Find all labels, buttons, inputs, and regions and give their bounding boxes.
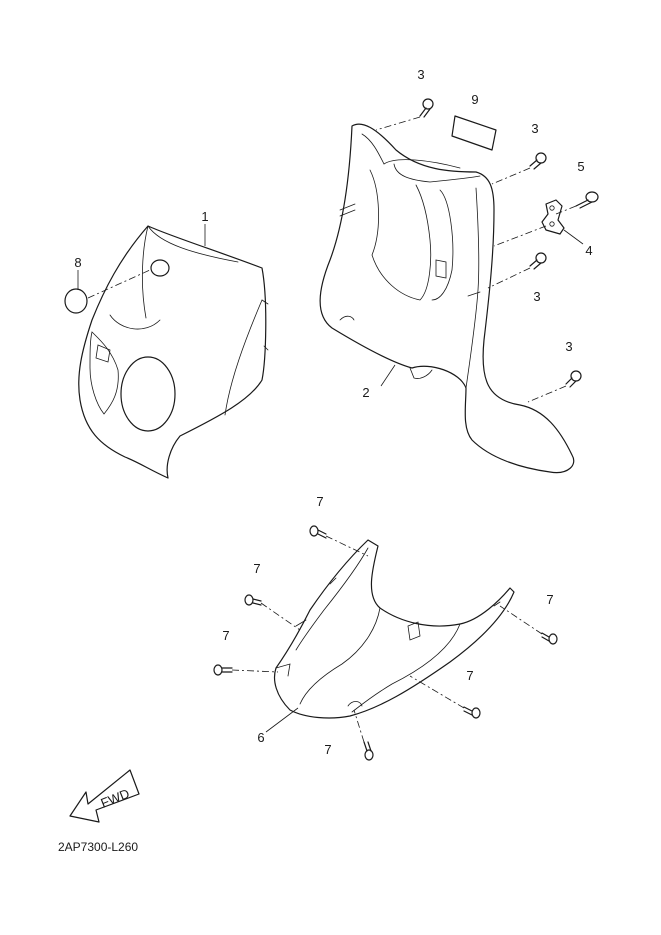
callout-3: 3 xyxy=(531,121,538,136)
callout-3: 3 xyxy=(417,67,424,82)
callout-6: 6 xyxy=(257,730,264,745)
callout-7: 7 xyxy=(222,628,229,643)
screw-part-7-left xyxy=(213,664,279,676)
callout-9: 9 xyxy=(471,92,478,107)
callout-7: 7 xyxy=(316,494,323,509)
plug-part-8 xyxy=(64,269,151,314)
screw-part-5 xyxy=(555,191,599,215)
leg-shield-part-2 xyxy=(319,123,575,474)
screw-part-3-lower xyxy=(527,370,582,403)
bracket-part-4 xyxy=(541,199,565,235)
footrest-board-part-6 xyxy=(273,539,515,719)
screw-part-7-upper-left xyxy=(244,594,301,631)
fwd-direction-arrow: FWD xyxy=(69,769,140,823)
callout-2: 2 xyxy=(362,385,369,400)
callout-numbers: 3 9 3 5 1 8 4 3 3 2 7 7 7 7 7 6 7 xyxy=(74,67,592,757)
callout-1: 1 xyxy=(201,209,208,224)
fwd-arrow-label: FWD xyxy=(99,786,132,811)
callout-4: 4 xyxy=(585,243,592,258)
callout-5: 5 xyxy=(577,159,584,174)
callout-7: 7 xyxy=(253,561,260,576)
front-cover-part-1 xyxy=(78,225,269,479)
screw-part-7-bottom xyxy=(353,709,374,761)
callout-7: 7 xyxy=(466,668,473,683)
screw-part-7-top xyxy=(309,525,369,557)
screw-part-3-middle xyxy=(487,252,547,289)
callout-3: 3 xyxy=(565,339,572,354)
callout-7: 7 xyxy=(324,742,331,757)
callout-7: 7 xyxy=(546,592,553,607)
label-part-9 xyxy=(451,115,497,151)
dash-bracket-to-shield xyxy=(493,225,547,247)
screw-part-3-top xyxy=(375,98,434,131)
leader-lines xyxy=(77,224,584,733)
screw-part-7-lower-right xyxy=(409,675,481,719)
screw-part-3-upper-right xyxy=(491,152,547,185)
diagram-code: 2AP7300-L260 xyxy=(58,840,138,854)
callout-3: 3 xyxy=(533,289,540,304)
callout-8: 8 xyxy=(74,255,81,270)
screw-part-7-right xyxy=(499,605,558,645)
